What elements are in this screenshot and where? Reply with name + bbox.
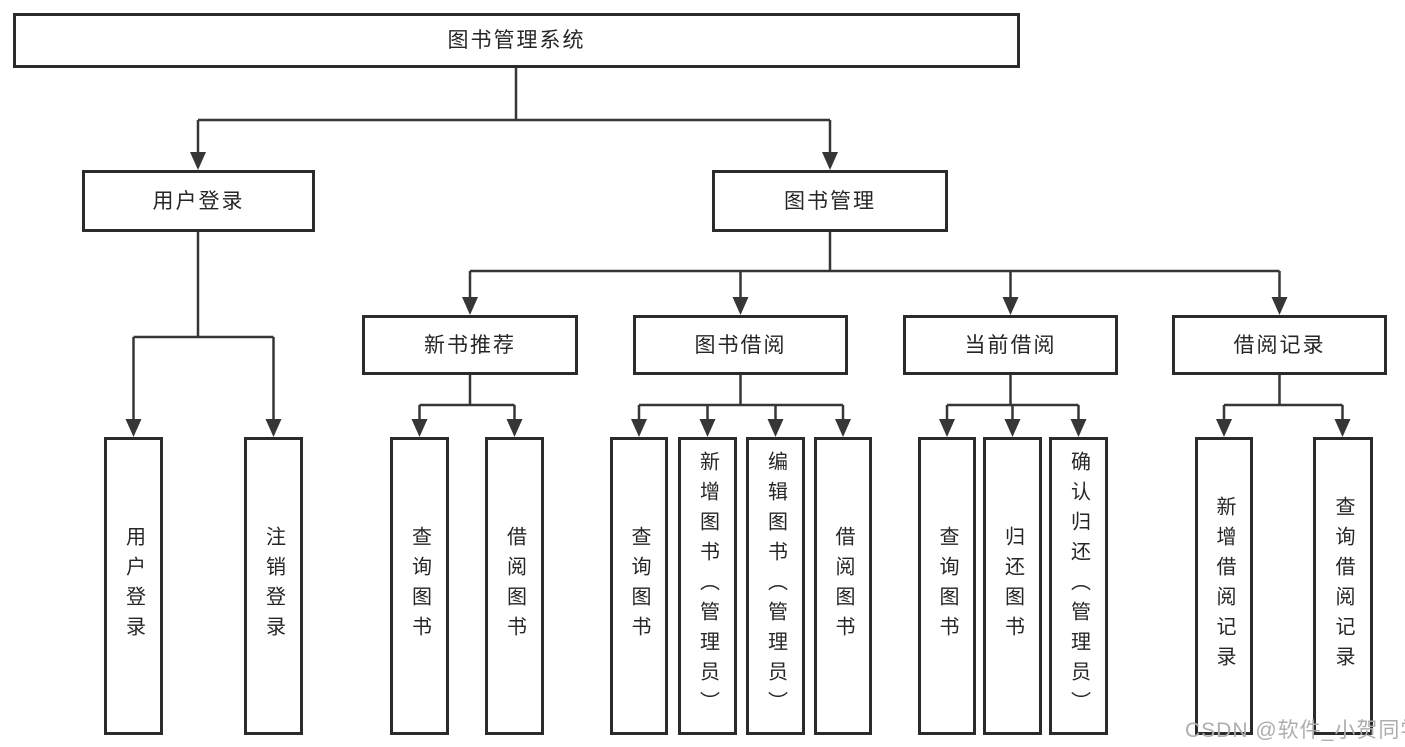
- leaf-add-borrow-record: 新增借阅记录: [1195, 437, 1253, 735]
- connector-current-borrow: [945, 375, 1080, 421]
- node-book-management: 图书管理: [712, 170, 948, 232]
- leaf-query-books-current-label: 查询图书: [936, 526, 958, 646]
- arrowheads: [125, 152, 1351, 437]
- leaf-confirm-return-admin-label: 确认归还（管理员）: [1067, 451, 1090, 721]
- connector-new-book: [418, 375, 516, 421]
- node-root: 图书管理系统: [13, 13, 1020, 68]
- node-user-login-label: 用户登录: [152, 189, 245, 213]
- leaf-query-borrow-record-label: 查询借阅记录: [1332, 496, 1354, 676]
- leaf-add-borrow-record-label: 新增借阅记录: [1213, 496, 1235, 676]
- leaf-logout-label: 注销登录: [262, 526, 285, 646]
- node-book-management-label: 图书管理: [784, 189, 876, 213]
- leaf-borrow-books-recommend-label: 借阅图书: [503, 526, 526, 646]
- leaf-query-borrow-record: 查询借阅记录: [1313, 437, 1373, 735]
- leaf-return-book: 归还图书: [983, 437, 1042, 735]
- leaf-user-login-label: 用户登录: [122, 526, 145, 646]
- connector-borrow-record: [1222, 375, 1344, 421]
- leaf-query-books-current: 查询图书: [918, 437, 976, 735]
- connector-book-management: [468, 232, 1281, 299]
- leaf-edit-book-admin-label: 编辑图书（管理员）: [764, 451, 787, 721]
- node-book-borrow-label: 图书借阅: [694, 333, 787, 357]
- leaf-borrow-books-recommend: 借阅图书: [485, 437, 544, 735]
- leaf-query-books-recommend: 查询图书: [390, 437, 449, 735]
- leaf-query-books-recommend-label: 查询图书: [408, 526, 431, 646]
- leaf-edit-book-admin: 编辑图书（管理员）: [746, 437, 805, 735]
- leaf-return-book-label: 归还图书: [1001, 526, 1024, 646]
- node-root-label: 图书管理系统: [447, 29, 586, 52]
- node-borrow-records-label: 借阅记录: [1233, 333, 1326, 357]
- csdn-watermark: CSDN @软件_小贺同学: [1185, 719, 1405, 742]
- node-current-borrow-label: 当前借阅: [964, 333, 1057, 357]
- connector-root: [196, 68, 832, 154]
- leaf-query-books-borrow: 查询图书: [610, 437, 668, 735]
- node-new-book-recommend-label: 新书推荐: [424, 333, 516, 357]
- node-borrow-records: 借阅记录: [1172, 315, 1387, 375]
- node-user-login: 用户登录: [82, 170, 315, 232]
- leaf-logout: 注销登录: [244, 437, 303, 735]
- leaf-borrow-books-borrow-label: 借阅图书: [832, 526, 854, 646]
- leaf-user-login: 用户登录: [104, 437, 163, 735]
- leaf-confirm-return-admin: 确认归还（管理员）: [1049, 437, 1108, 735]
- node-new-book-recommend: 新书推荐: [362, 315, 578, 375]
- node-book-borrow: 图书借阅: [633, 315, 848, 375]
- leaf-add-book-admin-label: 新增图书（管理员）: [696, 451, 719, 721]
- leaf-borrow-books-borrow: 借阅图书: [814, 437, 872, 735]
- leaf-add-book-admin: 新增图书（管理员）: [678, 437, 737, 735]
- connector-book-borrow: [637, 375, 845, 421]
- node-current-borrow: 当前借阅: [903, 315, 1118, 375]
- connector-user-login: [132, 232, 275, 421]
- leaf-query-books-borrow-label: 查询图书: [628, 526, 650, 646]
